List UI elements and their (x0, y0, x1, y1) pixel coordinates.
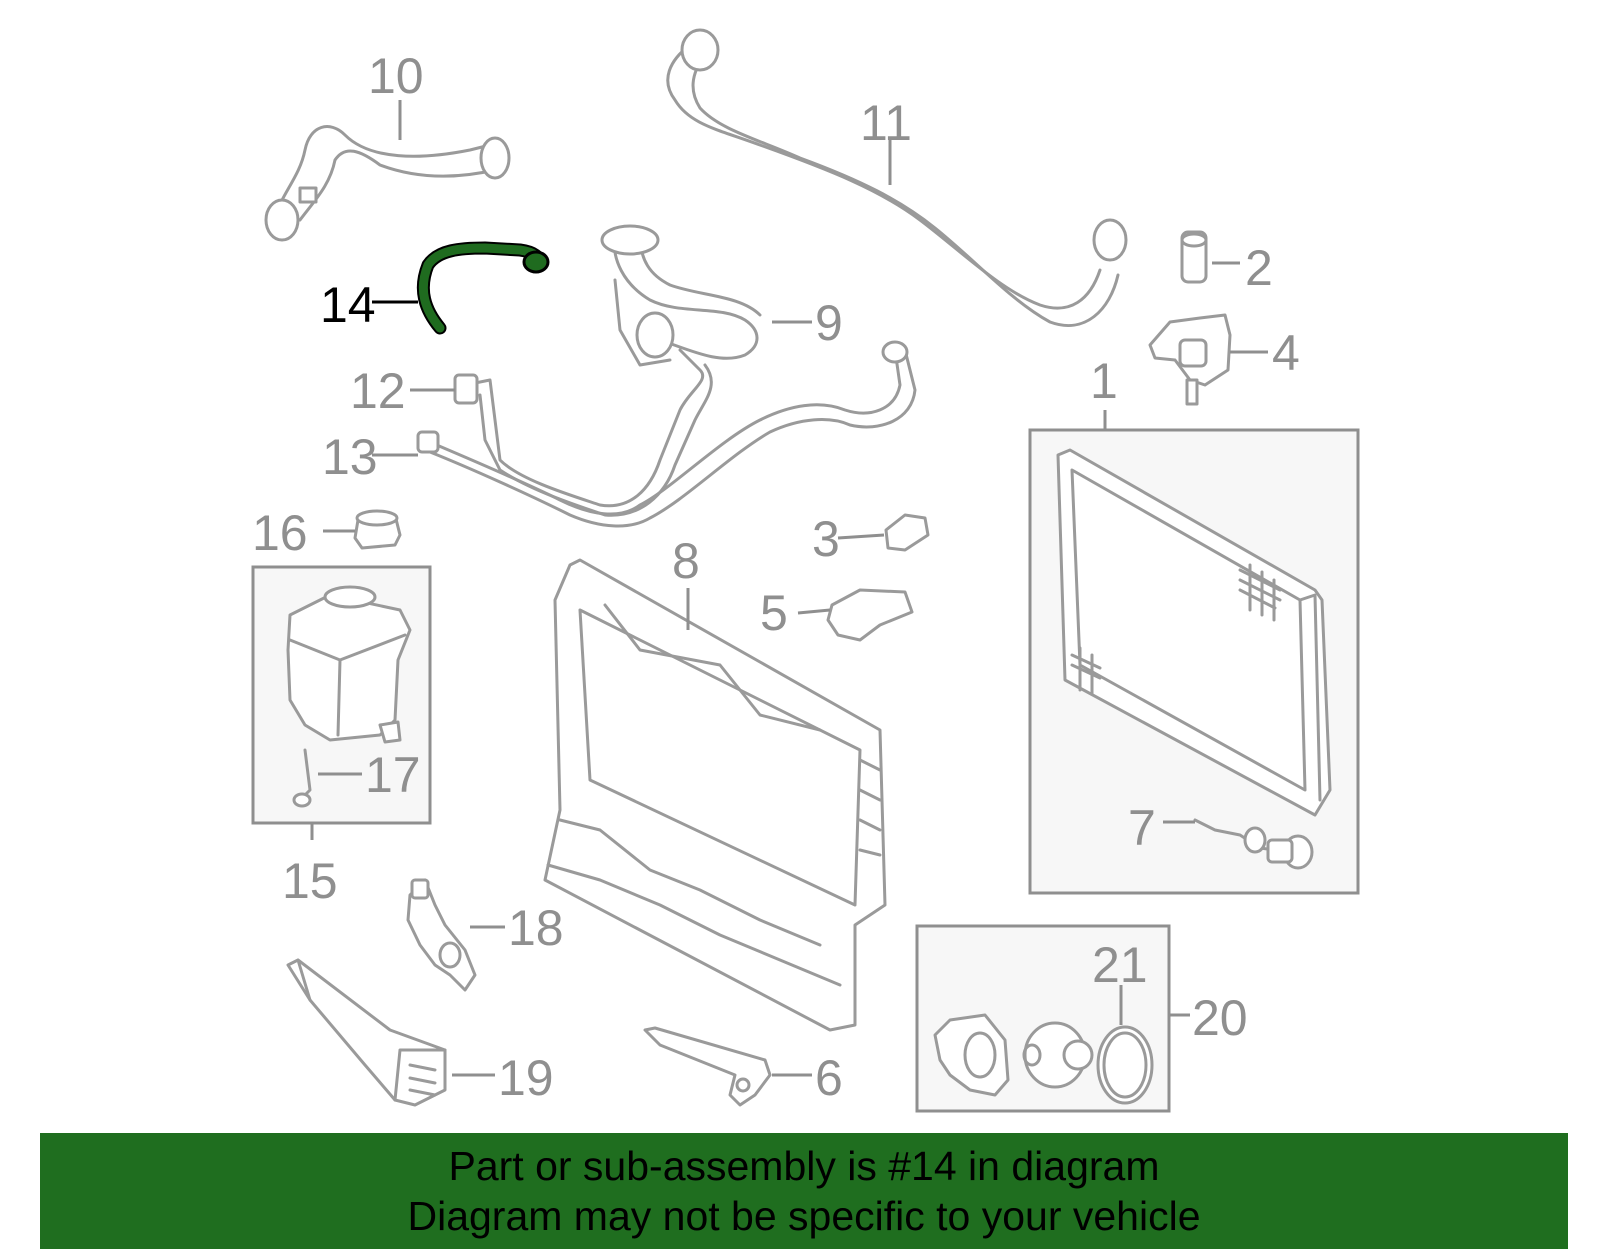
callout-13: 13 (322, 429, 378, 485)
part-9-hose (600, 224, 762, 367)
callout-4: 4 (1272, 325, 1300, 381)
part-19-deflector (286, 958, 447, 1107)
callout-12: 12 (350, 363, 406, 419)
part-1-radiator-group (1028, 428, 1360, 895)
callout-21: 21 (1092, 937, 1148, 993)
callout-16: 16 (252, 505, 308, 561)
callout-8: 8 (672, 533, 700, 589)
part-3-clip (884, 513, 930, 552)
part-18-housing (406, 878, 477, 992)
part-16-cap (353, 509, 402, 550)
callout-6: 6 (815, 1050, 843, 1106)
part-20-thermostat-group (915, 924, 1171, 1113)
callout-3: 3 (812, 511, 840, 567)
callout-19: 19 (498, 1050, 554, 1106)
callout-11: 11 (860, 95, 912, 151)
part-2-sensor (1180, 230, 1208, 284)
callout-5: 5 (760, 585, 788, 641)
callout-15: 15 (282, 853, 338, 909)
part-7-drain-plug (1193, 818, 1314, 870)
callout-20: 20 (1192, 990, 1248, 1046)
leader-lines (310, 100, 1268, 1077)
part-8-frame (543, 558, 887, 1032)
part-14-hose-highlighted (416, 241, 550, 335)
callout-9: 9 (815, 295, 843, 351)
banner-line-part: Part or sub-assembly is #14 in diagram (448, 1143, 1160, 1189)
callout-17: 17 (365, 747, 421, 803)
part-11-long-hose (666, 28, 1128, 327)
part-6-bracket (643, 1026, 772, 1107)
part-10-upper-hose (264, 125, 511, 242)
part-4-bracket (1148, 313, 1232, 406)
callout-10: 10 (368, 48, 424, 104)
banner-line-disclaimer: Diagram may not be specific to your vehi… (407, 1193, 1201, 1239)
callout-1: 1 (1090, 353, 1118, 409)
callout-7: 7 (1128, 800, 1156, 856)
info-banner: Part or sub-assembly is #14 in diagram D… (40, 1133, 1568, 1249)
callout-18: 18 (508, 900, 564, 956)
callout-2: 2 (1245, 240, 1273, 296)
part-12-13-pipes (416, 340, 917, 528)
part-15-reservoir-group (251, 565, 432, 825)
callout-14: 14 (320, 277, 376, 333)
callout-labels: 10 11 2 4 1 9 12 13 14 16 3 5 8 17 15 18… (252, 48, 1300, 1106)
part-5-bracket (826, 588, 914, 642)
